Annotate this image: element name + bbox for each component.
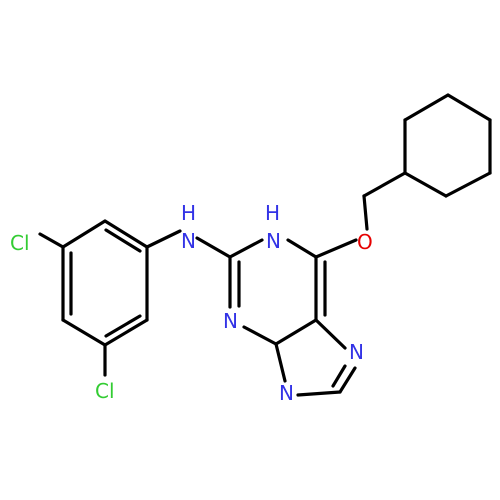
bond (103, 219, 149, 249)
dichlorophenyl-ring (61, 219, 149, 347)
atom-label-n1-h: H (265, 201, 280, 225)
atom-label-cl-top: Cl (10, 231, 30, 255)
bond-o-ch2 (362, 194, 369, 231)
atom-label-oxygen: O (357, 230, 373, 254)
bond (103, 318, 149, 347)
bond (296, 390, 342, 397)
atom-label-n1: N (266, 229, 281, 253)
bond (242, 325, 278, 346)
aromatic-double-bond (104, 228, 142, 253)
bond (314, 318, 347, 350)
bond-ch2-cy (362, 171, 407, 198)
bond (286, 238, 318, 259)
atom-label-n3: N (223, 309, 238, 333)
bond (403, 93, 450, 122)
bond (338, 366, 357, 394)
bond (228, 238, 264, 259)
bond (61, 318, 107, 347)
bond-c6-o (314, 238, 358, 259)
bond (274, 342, 287, 383)
atom-label-nh-linker-n: N (181, 229, 196, 253)
atom-label-cl-bottom: Cl (95, 379, 115, 403)
atom-label-n9: N (279, 381, 294, 405)
bond-nh-c2 (195, 236, 232, 259)
purine-imidazole-ring (274, 318, 357, 397)
bond (444, 171, 492, 198)
aromatic-double-bond (331, 364, 347, 388)
atom-label-nh-linker-h: H (181, 201, 196, 225)
bond (403, 171, 448, 198)
aromatic-double-bond (104, 314, 142, 338)
bond (274, 318, 318, 346)
purine-pyrimidine-ring (228, 238, 327, 346)
bond-aryl-nh (145, 229, 182, 249)
cyclohexane-ring (403, 93, 492, 198)
atom-label-n7: N (349, 340, 364, 364)
bond-to-cl-top (38, 232, 65, 249)
bond (61, 219, 107, 249)
bond (446, 93, 492, 122)
